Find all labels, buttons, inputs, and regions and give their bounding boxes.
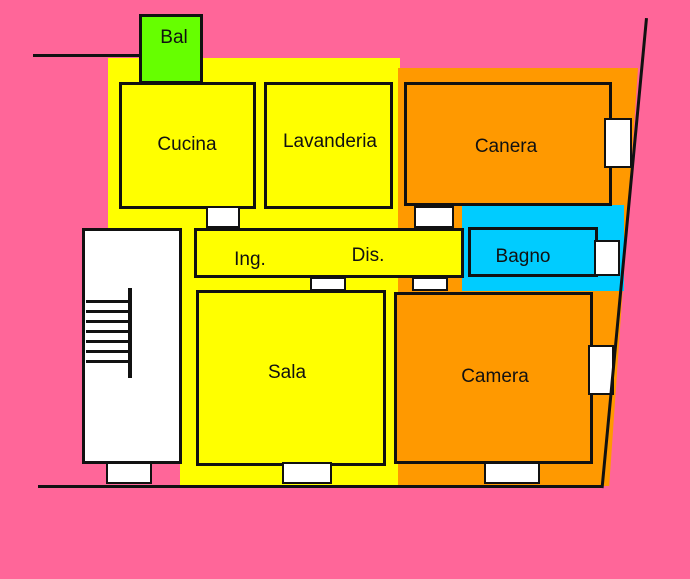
room-bedroom2 xyxy=(394,292,593,464)
stairs xyxy=(82,228,182,464)
room-kitchen xyxy=(119,82,256,209)
label-bedroom1: Canera xyxy=(474,136,538,157)
room-bathroom xyxy=(468,227,598,277)
room-bedroom1 xyxy=(404,82,612,206)
label-balcony: Bal xyxy=(160,27,188,48)
room-living xyxy=(196,290,386,466)
label-hallway: Dis. xyxy=(351,245,385,266)
label-bathroom: Bagno xyxy=(495,246,551,267)
label-living: Sala xyxy=(267,362,307,383)
label-bedroom2: Camera xyxy=(461,366,529,387)
label-kitchen: Cucina xyxy=(157,134,217,155)
room-hallway xyxy=(194,228,464,278)
label-entrance: Ing. xyxy=(234,249,266,270)
room-laundry xyxy=(264,82,393,209)
room-balcony xyxy=(139,14,203,84)
label-laundry: Lavanderia xyxy=(282,131,378,152)
